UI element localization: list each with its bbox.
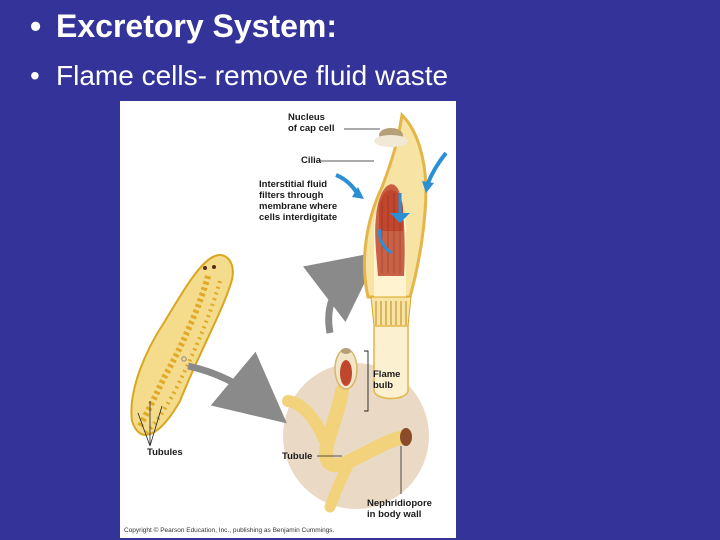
label-flame-bulb-line1: Flame xyxy=(373,369,400,380)
flame-cell-diagram: Nucleus of cap cell Cilia Interstitial f… xyxy=(120,101,456,538)
gray-arrow-to-flame-cell xyxy=(302,251,380,334)
bullet-heading: • Excretory System: xyxy=(30,8,337,45)
downward-flow-arrow xyxy=(390,213,410,223)
label-tubules: Tubules xyxy=(147,447,183,458)
label-leaders xyxy=(320,128,380,162)
diagram-drawing: Nucleus of cap cell Cilia Interstitial f… xyxy=(124,111,448,534)
bullet-point: • Flame cells- remove fluid waste xyxy=(30,60,448,92)
label-nucleus-line2: of cap cell xyxy=(288,123,334,134)
gray-arrow-to-circle xyxy=(187,351,287,424)
label-nephridiopore-line1: Nephridiopore xyxy=(367,498,432,509)
bullet-marker: • xyxy=(30,60,40,91)
flame-bulb-bracket xyxy=(364,350,369,412)
inflow-arrow-right xyxy=(422,181,434,193)
slide-title: Excretory System: xyxy=(56,8,338,44)
label-interstitial-line1: Interstitial fluid xyxy=(259,179,327,190)
label-interstitial-line2: filters through xyxy=(259,190,324,201)
label-tubule: Tubule xyxy=(282,451,312,462)
tubules-leaders xyxy=(137,401,163,447)
flame-cell-illustration xyxy=(335,111,448,400)
label-cilia: Cilia xyxy=(301,155,322,166)
bullet-marker: • xyxy=(30,8,42,44)
label-flame-bulb-line2: bulb xyxy=(373,380,393,391)
label-nucleus-line1: Nucleus xyxy=(288,112,325,123)
tubule-system xyxy=(282,348,412,513)
label-nephridiopore-line2: in body wall xyxy=(367,509,421,520)
inflow-arrow-left xyxy=(352,187,364,199)
flatworm-illustration xyxy=(130,254,234,436)
label-interstitial-line4: cells interdigitate xyxy=(259,212,337,223)
magnified-circle xyxy=(283,363,429,509)
bullet-text: Flame cells- remove fluid waste xyxy=(56,60,449,91)
copyright-notice: Copyright © Pearson Education, Inc., pub… xyxy=(124,526,335,534)
label-interstitial-line3: membrane where xyxy=(259,201,337,212)
